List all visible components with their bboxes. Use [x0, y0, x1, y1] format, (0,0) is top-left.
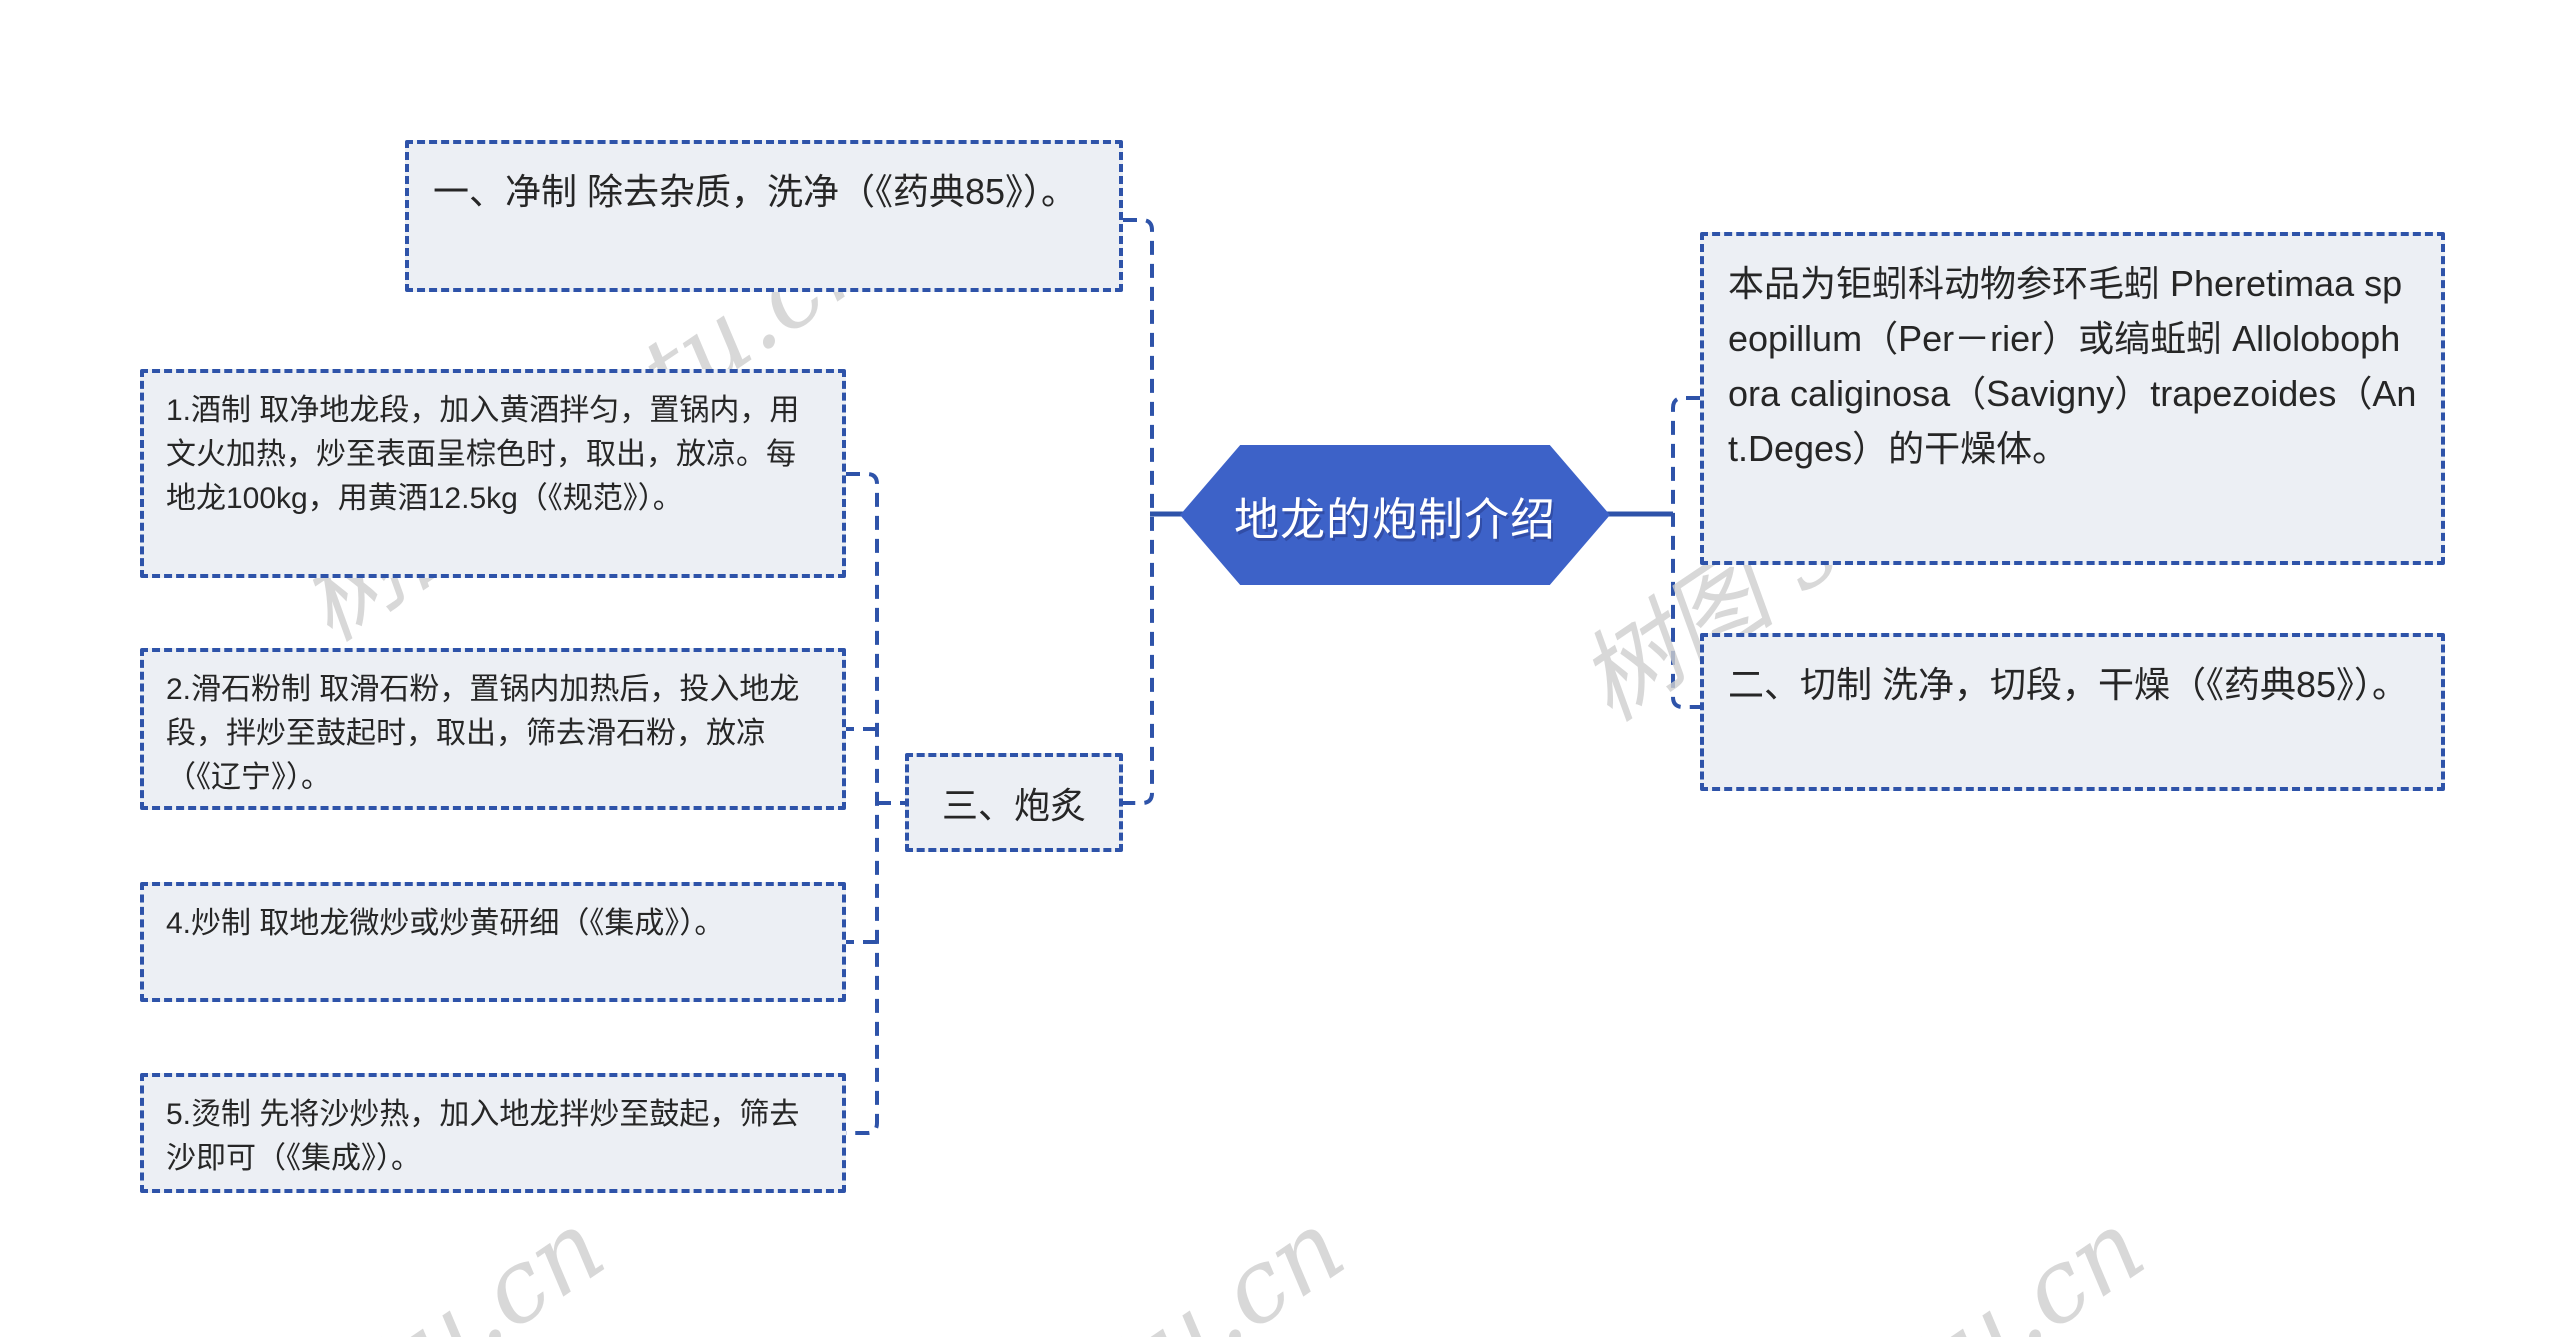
node-cutting[interactable]: 二、切制 洗净，切段，干燥（《药典85》）。 — [1700, 633, 2445, 791]
node-stir-frying[interactable]: 4.炒制 取地龙微炒或炒黄研细（《集成》）。 — [140, 882, 846, 1002]
node-processing[interactable]: 三、炮炙 — [905, 753, 1123, 852]
node-sand-scalding[interactable]: 5.烫制 先将沙炒热，加入地龙拌炒至鼓起，筛去沙即可（《集成》）。 — [140, 1073, 846, 1193]
central-topic[interactable]: 地龙的炮制介绍 — [1180, 445, 1610, 585]
connector-left-trunk — [1123, 218, 1154, 805]
node-wine-processing[interactable]: 1.酒制 取净地龙段，加入黄酒拌匀，置锅内，用文火加热，炒至表面呈棕色时，取出，… — [140, 369, 846, 578]
connector-processing-trunk — [846, 472, 879, 1135]
node-talc-processing[interactable]: 2.滑石粉制 取滑石粉，置锅内加热后，投入地龙段，拌炒至鼓起时，取出，筛去滑石粉… — [140, 648, 846, 810]
node-purification[interactable]: 一、净制 除去杂质，洗净（《药典85》）。 — [405, 140, 1123, 292]
connector-right-trunk — [1671, 396, 1700, 709]
node-origin-description[interactable]: 本品为钜蚓科动物参环毛蚓 Pheretimaa speopillum（Per－r… — [1700, 232, 2445, 565]
central-topic-label: 地龙的炮制介绍 — [1233, 493, 1556, 545]
